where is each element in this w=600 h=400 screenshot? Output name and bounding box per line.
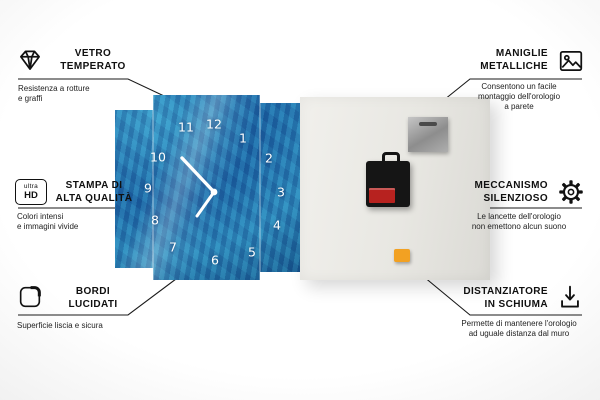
clock-numeral: 5 <box>248 244 256 260</box>
callout-desc-line: Le lancette dell'orologio <box>477 212 561 221</box>
clock-numeral: 12 <box>206 116 222 132</box>
callout-desc-line: ad uguale distanza dal muro <box>468 329 570 338</box>
callout-title-line: LUCIDATI <box>68 299 118 310</box>
hanger-slot <box>419 122 437 126</box>
callout-foam-spacer: DISTANZIATORE IN SCHIUMA Permette di man… <box>452 281 586 345</box>
clock-numeral: 4 <box>273 217 281 233</box>
callout-desc-line: montaggio dell'orologio <box>477 92 561 101</box>
diamond-icon <box>16 46 44 74</box>
callout-title-line: STAMPA DI <box>65 180 123 191</box>
clock-hands <box>180 156 218 218</box>
callout-title-line: MANIGLIE <box>495 48 548 59</box>
callout-desc-line: Colori intensi <box>17 212 64 221</box>
callout-polished-edges: BORDI LUCIDATI Superficie liscia e sicur… <box>14 281 138 345</box>
callout-silent-mechanism: MECCANISMO SILENZIOSO Le lancette dell'o… <box>452 176 586 240</box>
clock-numeral: 7 <box>169 239 177 255</box>
callout-desc-line: Resistenza a rotture <box>18 84 90 93</box>
ultra-hd-badge: ultra HD <box>15 179 47 205</box>
foam-spacer <box>394 249 410 262</box>
down-arrow-spacer-icon <box>556 283 584 311</box>
clock-numeral: 10 <box>150 149 166 165</box>
metal-hanger-plate <box>408 117 448 152</box>
callout-high-quality-print: ultra HD STAMPA DI ALTA QUALITÀ Colori i… <box>14 176 138 240</box>
callout-tempered-glass: VETRO TEMPERATO Resistenza a rotture e g… <box>14 44 138 108</box>
battery <box>369 188 395 203</box>
callout-title-line: DISTANZIATORE <box>463 286 548 297</box>
callout-desc-line: non emettono alcun suono <box>471 222 567 231</box>
picture-frame-icon <box>556 47 586 75</box>
clock-numeral: 9 <box>144 180 152 196</box>
polished-edge-icon <box>16 283 44 311</box>
callout-desc-line: e immagini vivide <box>17 222 79 231</box>
callout-title-line: SILENZIOSO <box>483 193 548 204</box>
gear-icon <box>556 177 586 207</box>
callout-metal-hangers: MANIGLIE METALLICHE Consentono un facile… <box>452 44 586 114</box>
clock-numeral: 8 <box>151 212 159 228</box>
callout-desc-line: Superficie liscia e sicura <box>17 321 103 330</box>
panel-seam <box>152 95 154 280</box>
clock-numeral: 2 <box>265 150 273 166</box>
callout-title-line: VETRO <box>74 48 112 59</box>
callout-desc-line: Consentono un facile <box>481 82 557 91</box>
callout-title-line: METALLICHE <box>480 61 548 72</box>
callout-desc-line: a parete <box>504 102 534 111</box>
badge-text-hd: HD <box>24 189 38 201</box>
callout-title-line: BORDI <box>75 286 111 297</box>
clock-numeral: 11 <box>178 119 194 135</box>
panel-seam <box>259 95 261 280</box>
badge-text-ultra: ultra <box>23 183 39 190</box>
clock-numeral: 6 <box>211 252 219 268</box>
clock-numeral: 3 <box>277 184 285 200</box>
clock-front-photo: 12 1 2 3 4 5 6 7 8 9 10 11 <box>115 95 300 280</box>
callout-title-line: TEMPERATO <box>60 61 126 72</box>
callout-title-line: ALTA QUALITÀ <box>55 193 133 204</box>
clock-mechanism <box>366 161 410 207</box>
callout-desc-line: Permette di mantenere l'orologio <box>461 319 577 328</box>
callout-desc-line: e graffi <box>18 94 43 103</box>
callout-title-line: IN SCHIUMA <box>484 299 548 310</box>
callout-title-line: MECCANISMO <box>474 180 548 191</box>
clock-numeral: 1 <box>239 130 247 146</box>
clock-back-photo <box>300 97 490 280</box>
